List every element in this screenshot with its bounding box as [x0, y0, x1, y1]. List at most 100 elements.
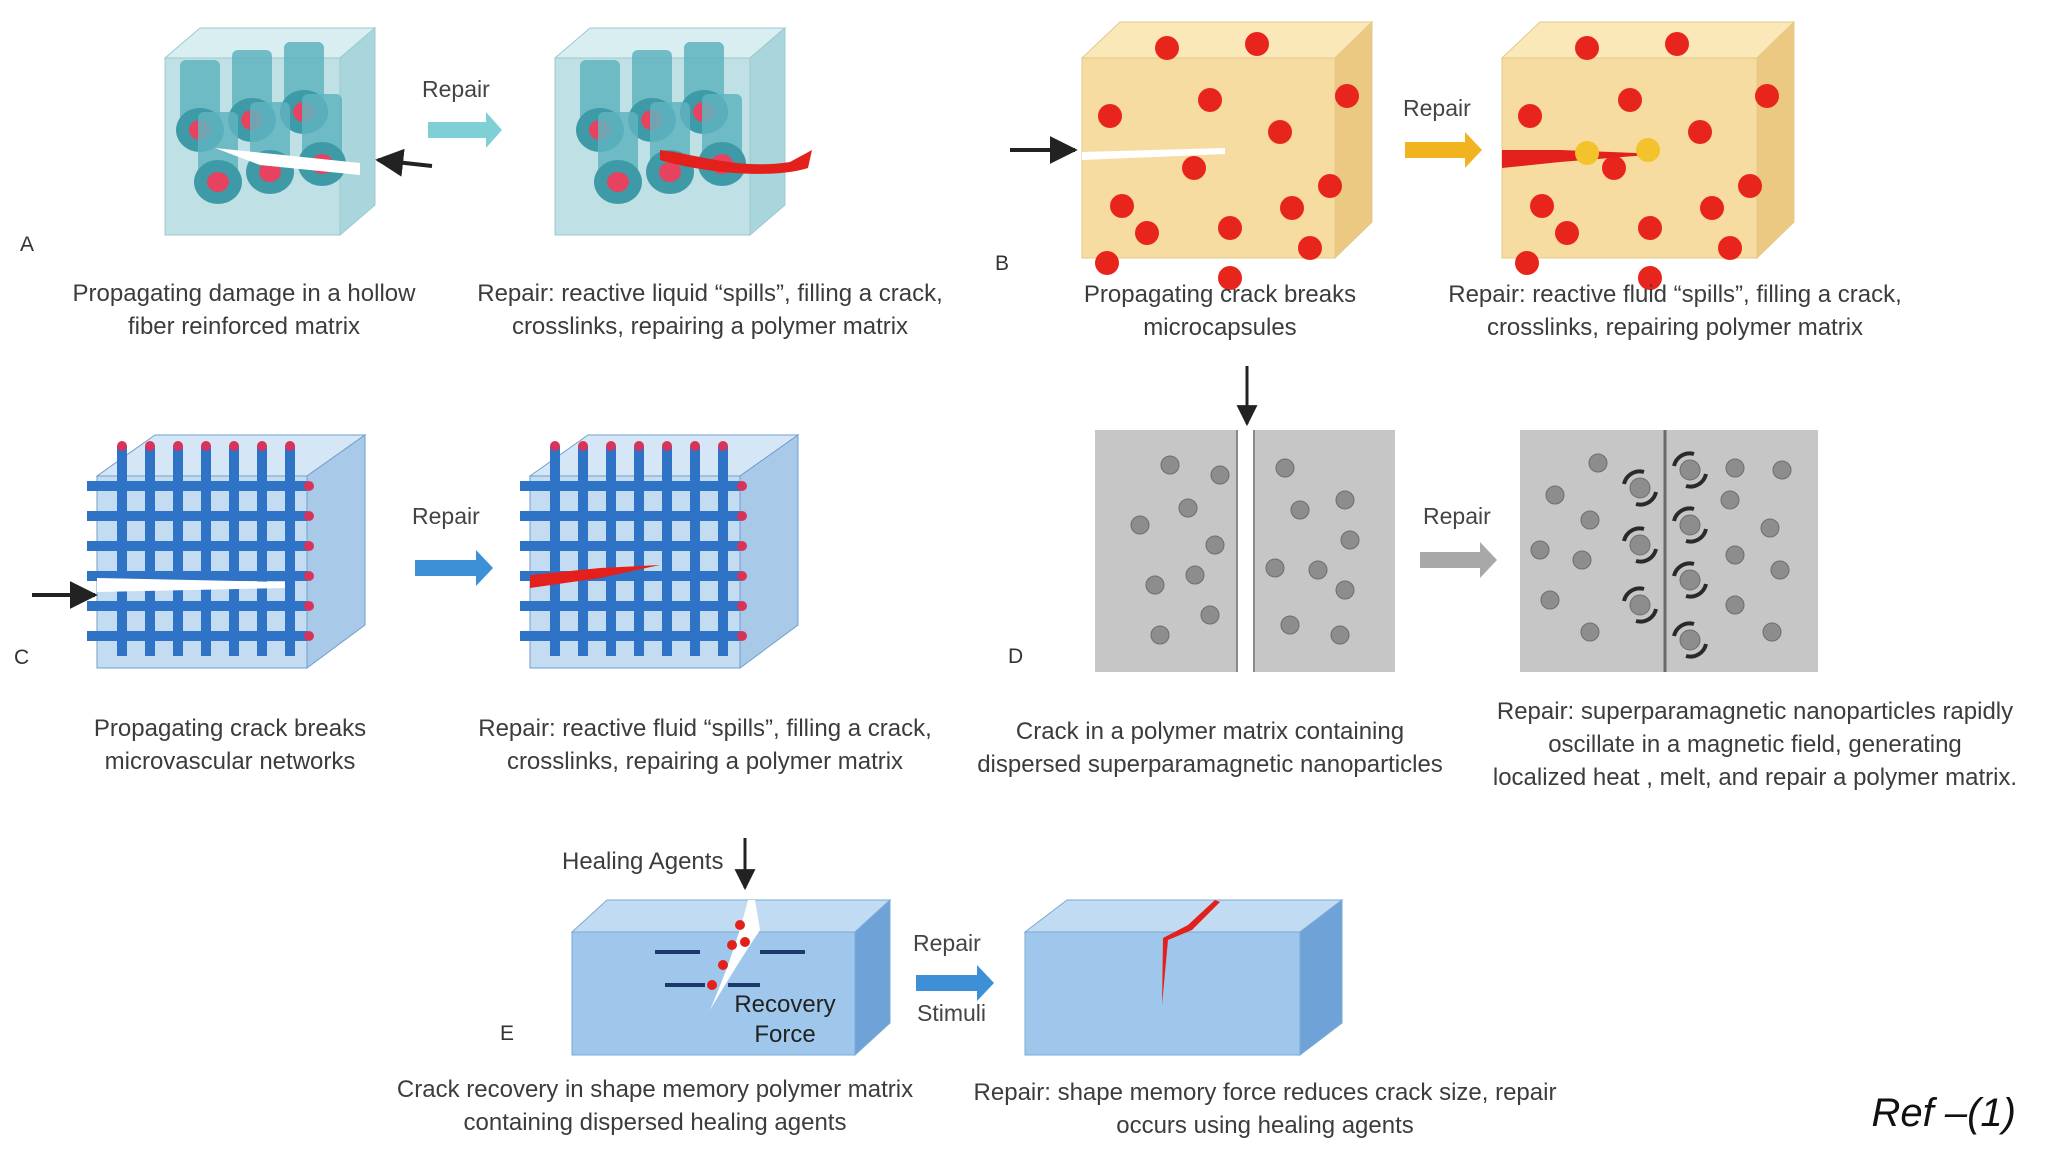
- nanoparticle: [1145, 575, 1165, 595]
- repair-arrow-orange: [1405, 132, 1482, 168]
- caption-c-left: Propagating crack breaks microvascular n…: [93, 715, 367, 775]
- microcapsule: [1098, 104, 1122, 128]
- caption-a-left: Propagating damage in a hollow fiber rei…: [72, 280, 416, 340]
- microcapsule: [1335, 84, 1359, 108]
- nanoparticle: [1275, 458, 1295, 478]
- microcapsule: [1738, 174, 1762, 198]
- healing-agents-label: Healing Agents: [562, 848, 724, 875]
- pipe-end: [634, 441, 644, 451]
- pipe-end: [304, 631, 314, 641]
- rotation-arc: [1622, 586, 1645, 602]
- microcapsule: [1280, 196, 1304, 220]
- panel-e-art: [570, 838, 1344, 1057]
- rotation-arc: [1672, 561, 1695, 577]
- hollow-fiber-block-damaged: [163, 26, 377, 237]
- pipe-end: [737, 481, 747, 491]
- panel-c-art: [32, 434, 800, 669]
- microcapsule: [1755, 84, 1779, 108]
- microcapsule: [1245, 32, 1269, 56]
- pipe-end: [285, 441, 295, 451]
- caption-b-left: Propagating crack breaks microcapsules: [1083, 281, 1357, 341]
- pipe-end: [690, 441, 700, 451]
- repair-label-b: Repair: [1403, 95, 1471, 121]
- microcapsule: [1530, 194, 1554, 218]
- microcapsule: [1318, 174, 1342, 198]
- microcapsule: [1700, 196, 1724, 220]
- vascular-pipe: [520, 541, 740, 551]
- rotation-arc: [1622, 469, 1645, 485]
- rotation-arc: [1622, 526, 1645, 542]
- vascular-pipe: [520, 631, 740, 641]
- nanoparticle: [1725, 458, 1745, 478]
- repair-label-d: Repair: [1423, 503, 1491, 529]
- smp-block-cracked: [570, 898, 892, 1057]
- pipe-end: [737, 511, 747, 521]
- repair-label-e: Repair: [913, 930, 981, 956]
- oscillating-nanoparticle: [1629, 477, 1651, 499]
- nanoparticle: [1720, 490, 1740, 510]
- microcapsule: [1218, 216, 1242, 240]
- vascular-pipe: [87, 571, 307, 581]
- nanoparticle: [1760, 518, 1780, 538]
- pipe-end: [304, 481, 314, 491]
- microcapsule-block-damaged: [1080, 20, 1374, 290]
- panel-letter-d: D: [1008, 645, 1024, 668]
- microcapsule: [1182, 156, 1206, 180]
- nanoparticle: [1200, 605, 1220, 625]
- nanoparticle-block-repaired: [1520, 430, 1818, 672]
- caption-e-left: Crack recovery in shape memory polymer m…: [396, 1076, 914, 1136]
- microcapsule-block-repaired: [1500, 20, 1796, 290]
- nanoparticle: [1530, 540, 1550, 560]
- nanoparticle: [1210, 465, 1230, 485]
- rotation-arc: [1685, 643, 1708, 659]
- caption-d-right: Repair: superparamagnetic nanoparticles …: [1492, 698, 2018, 791]
- rotation-arc: [1635, 491, 1658, 507]
- microcapsule: [1555, 221, 1579, 245]
- pipe-end: [304, 571, 314, 581]
- nanoparticle: [1340, 530, 1360, 550]
- nanoparticle: [1150, 625, 1170, 645]
- caption-b-right: Repair: reactive fluid “spills”, filling…: [1448, 281, 1902, 341]
- vascular-pipe: [87, 631, 307, 641]
- microcapsule: [1665, 32, 1689, 56]
- panel-d-art: [1095, 430, 1818, 672]
- nanoparticle: [1580, 622, 1600, 642]
- pipe-end: [550, 441, 560, 451]
- nanoparticle: [1580, 510, 1600, 530]
- nanoparticle: [1205, 535, 1225, 555]
- pipe-end: [173, 441, 183, 451]
- rotation-arc: [1685, 583, 1708, 599]
- pipe-end: [737, 631, 747, 641]
- caption-d-left: Crack in a polymer matrix containing dis…: [977, 718, 1443, 778]
- nanoparticle: [1770, 560, 1790, 580]
- nanoparticle: [1772, 460, 1792, 480]
- rotation-arc: [1685, 528, 1708, 544]
- pipe-end: [229, 441, 239, 451]
- nanoparticle: [1335, 490, 1355, 510]
- nanoparticle: [1725, 595, 1745, 615]
- pipe-end: [578, 441, 588, 451]
- microcapsule: [1298, 236, 1322, 260]
- pipe-end: [737, 571, 747, 581]
- nanoparticle: [1280, 615, 1300, 635]
- nanoparticle: [1185, 565, 1205, 585]
- microcapsule: [1575, 36, 1599, 60]
- oscillating-nanoparticle: [1679, 569, 1701, 591]
- repair-label-c: Repair: [412, 503, 480, 529]
- microcapsule: [1638, 216, 1662, 240]
- hollow-fiber-block-repaired: [553, 26, 812, 237]
- fiber-core: [259, 162, 281, 182]
- nanoparticle: [1545, 485, 1565, 505]
- panel-letter-a: A: [20, 233, 35, 256]
- repair-arrow-teal: [428, 112, 502, 148]
- microcapsule: [1638, 266, 1662, 290]
- microcapsule: [1198, 88, 1222, 112]
- microcapsule: [1218, 266, 1242, 290]
- microcapsule: [1518, 104, 1542, 128]
- vascular-pipe: [520, 481, 740, 491]
- nanoparticle: [1308, 560, 1328, 580]
- microvascular-block-damaged: [87, 434, 367, 669]
- pipe-end: [304, 601, 314, 611]
- microcapsule: [1095, 251, 1119, 275]
- crack-arrow: [375, 148, 433, 177]
